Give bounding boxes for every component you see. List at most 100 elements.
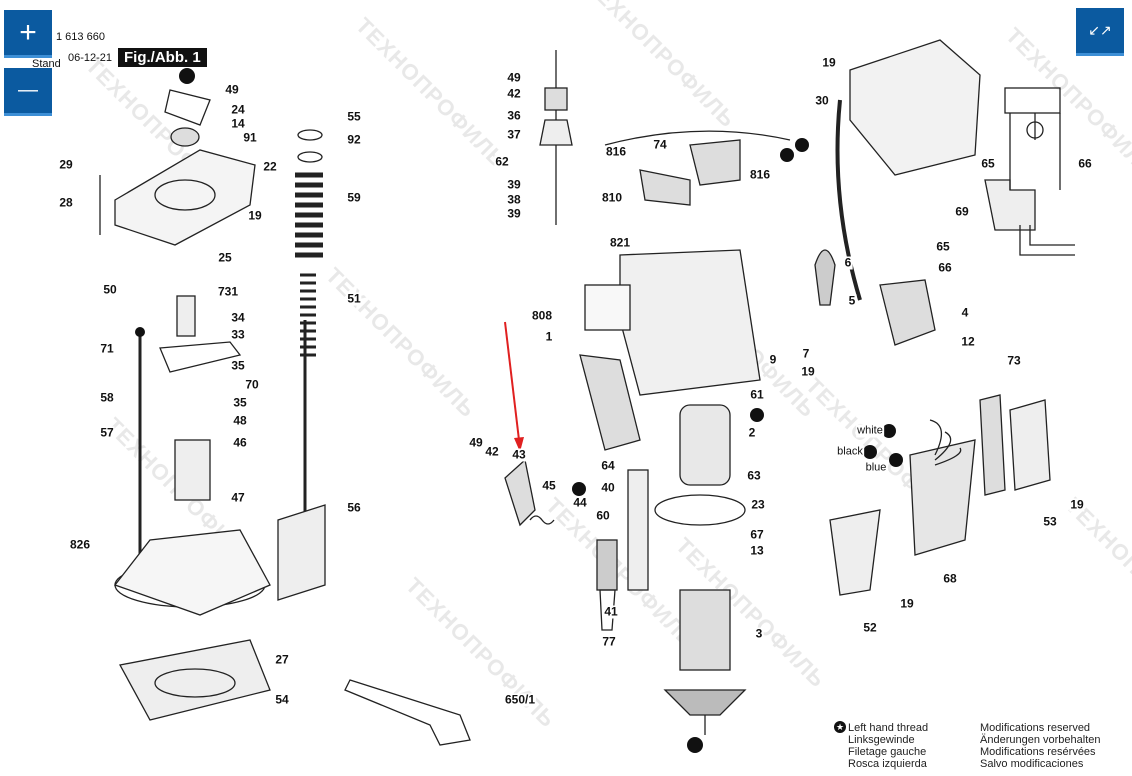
part-label: 24 [230, 102, 246, 117]
part-label: 52 [862, 620, 878, 635]
part-label: 826 [68, 537, 92, 552]
part-label: 23 [750, 497, 766, 512]
part-label: 46 [232, 435, 248, 450]
part-label: 13 [749, 543, 765, 558]
legend-modifications: Modifications reserved Änderungen vorbeh… [980, 722, 1100, 770]
part-label: 70 [244, 377, 260, 392]
part-label: 64 [600, 458, 616, 473]
part-label: 1 [544, 329, 554, 344]
part-label: 60 [595, 508, 611, 523]
part-label: 37 [506, 127, 522, 142]
part-label: 821 [608, 235, 632, 250]
part-label: 65 [935, 239, 951, 254]
part-label: 48 [232, 413, 248, 428]
part-label: 30 [814, 93, 830, 108]
minus-icon: — [18, 79, 38, 101]
part-label: 19 [800, 364, 816, 379]
part-label: 25 [217, 250, 233, 265]
part-label: 6 [843, 255, 853, 270]
part-label: 7 [801, 346, 811, 361]
part-label: 810 [600, 190, 624, 205]
part-label: 91 [242, 130, 258, 145]
part-label: 5 [847, 293, 857, 308]
part-label: 51 [346, 291, 362, 306]
part-label: 59 [346, 190, 362, 205]
part-label: 36 [506, 108, 522, 123]
part-label: 19 [821, 55, 837, 70]
part-label: 808 [530, 308, 554, 323]
part-label: 40 [600, 480, 616, 495]
part-label: 19 [1069, 497, 1085, 512]
part-label: 28 [58, 195, 74, 210]
part-label: 39 [506, 206, 522, 221]
part-label: 71 [99, 341, 115, 356]
part-label: 92 [346, 132, 362, 147]
part-label: 56 [346, 500, 362, 515]
part-label: 2 [747, 425, 757, 440]
part-label: 61 [749, 387, 765, 402]
part-label: black [836, 445, 864, 459]
legend-line: Linksgewinde [848, 734, 915, 746]
collapse-icon: ↙↗ [1088, 22, 1112, 38]
part-label: 67 [749, 527, 765, 542]
stand-label: Stand [32, 58, 61, 70]
part-label: 9 [768, 352, 778, 367]
part-label: 19 [899, 596, 915, 611]
legend-left-hand-thread: Left hand thread Linksgewinde Filetage g… [848, 722, 928, 770]
part-label: 55 [346, 109, 362, 124]
stand-date: 06-12-21 [68, 52, 113, 64]
part-label: 12 [960, 334, 976, 349]
part-label: 42 [484, 444, 500, 459]
figure-title: Fig./Abb. 1 [118, 48, 207, 67]
collapse-button[interactable]: ↙↗ [1076, 8, 1124, 56]
part-label: 3 [754, 626, 764, 641]
part-label: 39 [506, 177, 522, 192]
part-label: 650/1 [503, 692, 537, 707]
legend-line: Filetage gauche [848, 746, 927, 758]
part-label: 50 [102, 282, 118, 297]
part-label: 44 [572, 495, 588, 510]
legend-line: Modifications resérvées [980, 746, 1096, 758]
legend-line: Salvo modificaciones [980, 758, 1084, 770]
part-label: 4 [960, 305, 970, 320]
legend-line: Left hand thread [848, 722, 929, 734]
part-label: 69 [954, 204, 970, 219]
part-label: white [856, 424, 884, 438]
part-label: 57 [99, 425, 115, 440]
zoom-out-button[interactable]: — [4, 68, 52, 116]
legend-line: Änderungen vorbehalten [980, 734, 1101, 746]
part-label: 63 [746, 468, 762, 483]
star-icon: ★ [834, 721, 846, 733]
part-label: 19 [247, 208, 263, 223]
part-label: 68 [942, 571, 958, 586]
part-label: 65 [980, 156, 996, 171]
part-label: 29 [58, 157, 74, 172]
part-label: 27 [274, 652, 290, 667]
legend-line: Rosca izquierda [848, 758, 927, 770]
part-label: 58 [99, 390, 115, 405]
zoom-in-button[interactable]: + [4, 10, 52, 58]
part-label: 731 [216, 284, 240, 299]
part-label: 66 [937, 260, 953, 275]
part-label: 41 [603, 604, 619, 619]
part-label: blue [864, 461, 888, 475]
part-label: 54 [274, 692, 290, 707]
part-label: 45 [541, 478, 557, 493]
part-label: 35 [230, 358, 246, 373]
part-label: 22 [262, 159, 278, 174]
part-label: 49 [224, 82, 240, 97]
part-label: 74 [652, 137, 668, 152]
part-label: 77 [601, 634, 617, 649]
part-label: 62 [494, 154, 510, 169]
plus-icon: + [19, 15, 37, 49]
part-label: 66 [1077, 156, 1093, 171]
marker-icons [135, 68, 903, 753]
highlight-arrow [504, 321, 520, 441]
part-label: 35 [232, 395, 248, 410]
part-label: 33 [230, 327, 246, 342]
part-number: 1 613 660 [56, 31, 105, 43]
part-label: 43 [511, 447, 527, 462]
legend-line: Modifications reserved [980, 722, 1091, 734]
part-label: 53 [1042, 514, 1058, 529]
